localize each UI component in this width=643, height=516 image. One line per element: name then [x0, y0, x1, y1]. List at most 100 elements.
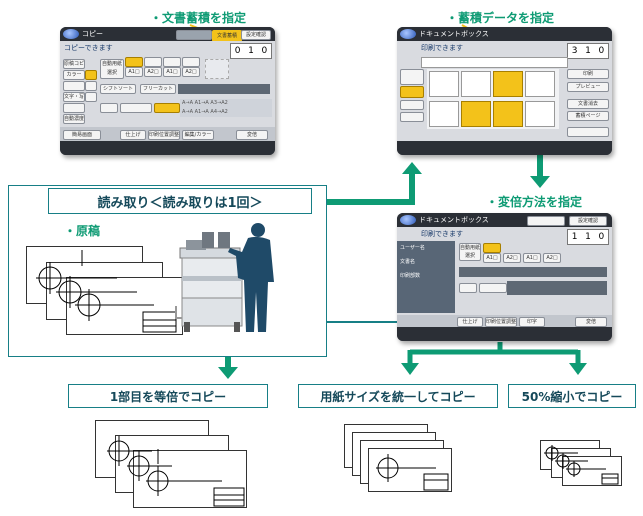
- info-label: 印刷部数: [400, 273, 421, 279]
- page-button[interactable]: 蓄積ページ: [567, 111, 609, 121]
- copy-status: コピーできます: [64, 44, 113, 52]
- finish-button[interactable]: 仕上げ: [457, 317, 483, 327]
- view-thumb-button[interactable]: [400, 86, 424, 98]
- scale-status: 印刷できます: [421, 230, 463, 238]
- paper-a1-button[interactable]: A1□: [125, 67, 143, 77]
- paper-a1-button[interactable]: A1□: [163, 67, 181, 77]
- view-list-button[interactable]: [400, 69, 424, 85]
- finish-button[interactable]: 仕上げ: [120, 130, 146, 140]
- banner-copy-1x: 1部目を等倍でコピー: [68, 384, 268, 408]
- tray-1-size: [144, 57, 162, 67]
- edit-color-button[interactable]: 編集/カラー: [182, 130, 214, 140]
- tab-store-doc-inactive[interactable]: [176, 30, 212, 40]
- thumbnail[interactable]: [525, 71, 555, 97]
- manual-tray[interactable]: [205, 59, 229, 79]
- search-button[interactable]: [400, 112, 424, 122]
- copy-screen: コピー 文書蓄積 設定確認 コピーできます 0 1 0 原稿コピー カラー 文字…: [60, 27, 275, 155]
- thumbnail[interactable]: [461, 71, 491, 97]
- counter-value: 0: [598, 232, 605, 242]
- preview-button[interactable]: プレビュー: [567, 82, 609, 92]
- side-button[interactable]: [63, 103, 85, 113]
- scale-info-bar: [507, 281, 607, 295]
- scale-button[interactable]: [459, 283, 477, 293]
- label-scale-method: ・変倍方法を指定: [486, 195, 583, 209]
- fit-size-button[interactable]: [479, 283, 507, 293]
- side-button[interactable]: 原稿コピー: [63, 59, 85, 69]
- banner-copy-50: 50%縮小でコピー: [508, 384, 636, 408]
- label-store-doc: ・文書蓄積を指定: [150, 11, 247, 25]
- banner-read-once: 読み取り＜読み取りは1回＞: [48, 188, 312, 214]
- delete-button[interactable]: 文書消去: [567, 99, 609, 109]
- sort-button[interactable]: [400, 100, 424, 110]
- output-symbols-unified: [376, 454, 449, 491]
- print-button[interactable]: 印刷: [567, 69, 609, 79]
- side-toggle[interactable]: [85, 81, 97, 91]
- paper-a1-button[interactable]: A1□: [483, 253, 501, 263]
- tray-1[interactable]: [125, 57, 143, 67]
- paper-a2-button[interactable]: A2□: [543, 253, 561, 263]
- counter-value: 0: [598, 46, 605, 56]
- thumbnail[interactable]: [525, 101, 555, 127]
- tray-1[interactable]: [483, 243, 501, 253]
- scale-tab-button[interactable]: 変倍: [236, 130, 268, 140]
- info-bar: [459, 267, 607, 277]
- logo-icon: [63, 29, 79, 39]
- search-bar[interactable]: [421, 57, 568, 68]
- scale-screen: ドキュメントボックス 設定確認 印刷できます 1 1 0 ユーザー名 文書名 印…: [397, 213, 612, 341]
- logo-icon: [400, 215, 416, 225]
- thumbnail-selected[interactable]: [461, 101, 491, 127]
- side-toggle[interactable]: [85, 70, 97, 80]
- list-return-button[interactable]: [527, 216, 565, 226]
- banner-copy-unified: 用紙サイズを統一してコピー: [298, 384, 498, 408]
- copy-counter: 0 1 0: [230, 43, 272, 59]
- scale-select-button[interactable]: [154, 103, 180, 113]
- info-label: ユーザー名: [400, 245, 425, 251]
- thumbnail-selected[interactable]: [493, 71, 523, 97]
- auto-paper-button[interactable]: 自動用紙選択: [100, 59, 124, 79]
- scale-button[interactable]: [100, 103, 118, 113]
- info-bar: [178, 84, 270, 94]
- side-button[interactable]: 文字・写真: [63, 92, 85, 102]
- simple-screen-button[interactable]: 簡易画面: [63, 130, 101, 140]
- print-position-button[interactable]: 印刷位置調整: [148, 130, 180, 140]
- print-position-button[interactable]: 印刷位置調整: [485, 317, 517, 327]
- box-counter: 3 1 0: [567, 43, 609, 59]
- side-button[interactable]: 自動濃度: [63, 114, 85, 124]
- fit-size-button[interactable]: [120, 103, 152, 113]
- output-symbols-50: [544, 445, 619, 485]
- paper-a1-button[interactable]: A1□: [523, 253, 541, 263]
- stamp-button[interactable]: 印字: [519, 317, 545, 327]
- paper-a2-button[interactable]: A2□: [503, 253, 521, 263]
- print-settings-button[interactable]: [567, 127, 609, 137]
- side-button[interactable]: [63, 81, 85, 91]
- logo-icon: [400, 29, 416, 39]
- side-button[interactable]: カラー: [63, 70, 85, 80]
- paper-a2-button[interactable]: A2□: [182, 67, 200, 77]
- counter-value: 0: [261, 46, 268, 56]
- scale-counter: 1 1 0: [567, 229, 609, 245]
- tray-2[interactable]: [163, 57, 181, 67]
- tab-settings[interactable]: 設定確認: [569, 216, 607, 226]
- counter-value: 1: [248, 46, 254, 56]
- thumbnail[interactable]: [429, 71, 459, 97]
- free-cut-button[interactable]: フリーカット: [140, 84, 176, 94]
- auto-paper-button[interactable]: 自動用紙選択: [459, 243, 481, 261]
- side-toggle[interactable]: [85, 92, 97, 102]
- tray-2-size: [182, 57, 200, 67]
- label-stored-data: ・蓄積データを指定: [446, 11, 555, 25]
- tab-settings[interactable]: 設定確認: [241, 30, 271, 40]
- counter-value: 0: [234, 46, 241, 56]
- box-status: 印刷できます: [421, 44, 463, 52]
- shift-sort-button[interactable]: シフトソート: [100, 84, 136, 94]
- output-symbols-1x: [107, 436, 245, 507]
- thumbnail[interactable]: [429, 101, 459, 127]
- counter-value: 1: [585, 232, 591, 242]
- thumbnail-selected[interactable]: [493, 101, 523, 127]
- scale-tab-button[interactable]: 変倍: [575, 317, 607, 327]
- output-sheet: [368, 448, 452, 492]
- paper-a2-button[interactable]: A2□: [144, 67, 162, 77]
- plotter-illustration: [175, 223, 274, 332]
- counter-value: 1: [571, 232, 578, 242]
